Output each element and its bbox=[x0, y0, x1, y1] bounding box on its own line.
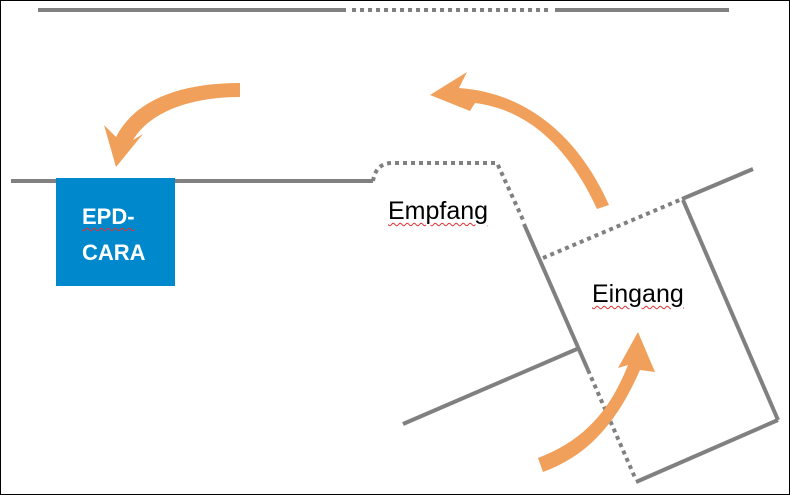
reception-label: Empfang bbox=[388, 197, 489, 225]
entrance-wall-top bbox=[681, 167, 754, 201]
arrow-curved-up-left-icon bbox=[430, 72, 609, 209]
reception-wall bbox=[522, 223, 590, 371]
lower-wall bbox=[402, 347, 578, 426]
arrow-curved-up-right-icon bbox=[538, 332, 655, 472]
entrance-label: Eingang bbox=[592, 280, 684, 308]
box-label-line1: EPD- bbox=[82, 204, 135, 229]
reception-dotted-outline bbox=[371, 161, 526, 223]
entrance-wall-bottom bbox=[635, 418, 779, 484]
box-label-line2: CARA bbox=[82, 240, 146, 265]
entrance-dotted-top bbox=[542, 197, 683, 260]
arrow-curved-left-down-icon bbox=[104, 83, 240, 167]
entrance-wall-right bbox=[681, 199, 780, 421]
epd-cara-box: EPD- CARA bbox=[56, 178, 175, 286]
